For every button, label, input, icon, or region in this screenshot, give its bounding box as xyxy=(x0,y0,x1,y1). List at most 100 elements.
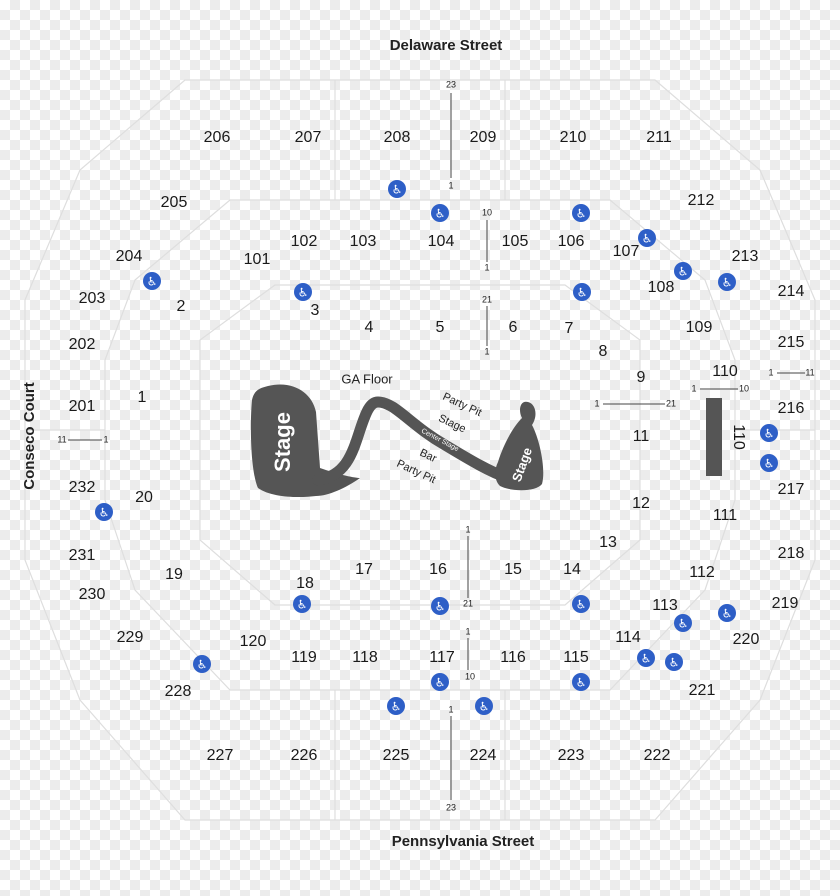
section-230[interactable]: 230 xyxy=(79,586,106,603)
section-208[interactable]: 208 xyxy=(384,129,411,146)
section-214[interactable]: 214 xyxy=(778,283,805,300)
svg-text:♿: ♿ xyxy=(576,207,587,221)
section-215[interactable]: 215 xyxy=(778,334,805,351)
wheelchair-icon: ♿ xyxy=(293,595,311,613)
section-13[interactable]: 13 xyxy=(599,534,617,551)
section-115[interactable]: 115 xyxy=(563,649,589,666)
svg-text:♿: ♿ xyxy=(669,656,680,670)
wheelchair-icon: ♿ xyxy=(718,273,736,291)
section-207[interactable]: 207 xyxy=(295,129,322,146)
section-101[interactable]: 101 xyxy=(244,251,271,268)
section-216[interactable]: 216 xyxy=(778,400,805,417)
row-marker-n2-bot: 1 xyxy=(484,262,489,272)
section-20[interactable]: 20 xyxy=(135,489,153,506)
accessible-seating-icons: ♿♿♿♿♿♿♿♿♿♿♿♿♿♿♿♿♿♿♿♿♿♿♿♿ xyxy=(95,180,778,715)
section-19[interactable]: 19 xyxy=(165,566,183,583)
section-16[interactable]: 16 xyxy=(429,561,447,578)
section-217[interactable]: 217 xyxy=(778,481,805,498)
section-223[interactable]: 223 xyxy=(558,747,585,764)
section-106[interactable]: 106 xyxy=(558,233,585,250)
section-4[interactable]: 4 xyxy=(365,319,374,336)
section-218[interactable]: 218 xyxy=(778,545,805,562)
section-224[interactable]: 224 xyxy=(470,747,497,764)
section-111[interactable]: 111 xyxy=(713,507,737,524)
ga-floor-label: GA Floor xyxy=(341,371,393,386)
section-225[interactable]: 225 xyxy=(383,747,410,764)
svg-text:♿: ♿ xyxy=(147,275,158,289)
section-118[interactable]: 118 xyxy=(352,649,378,666)
section-12[interactable]: 12 xyxy=(632,495,650,512)
section-210[interactable]: 210 xyxy=(560,129,587,146)
section-104[interactable]: 104 xyxy=(428,233,455,250)
section-205[interactable]: 205 xyxy=(161,194,188,211)
section-206[interactable]: 206 xyxy=(204,129,231,146)
section-219[interactable]: 219 xyxy=(772,595,799,612)
section-7[interactable]: 7 xyxy=(565,320,574,337)
section-15[interactable]: 15 xyxy=(504,561,522,578)
svg-text:♿: ♿ xyxy=(678,617,689,631)
section-113[interactable]: 113 xyxy=(652,597,678,614)
section-5[interactable]: 5 xyxy=(436,319,445,336)
section-221[interactable]: 221 xyxy=(689,682,716,699)
row-marker-w-right: 1 xyxy=(103,434,108,444)
runway-stage xyxy=(312,396,514,486)
wheelchair-icon: ♿ xyxy=(294,283,312,301)
section-228[interactable]: 228 xyxy=(165,683,192,700)
section-6[interactable]: 6 xyxy=(509,319,518,336)
wheelchair-icon: ♿ xyxy=(572,595,590,613)
section-9[interactable]: 9 xyxy=(637,369,646,386)
section-107[interactable]: 107 xyxy=(613,243,640,260)
section-17[interactable]: 17 xyxy=(355,561,373,578)
section-11[interactable]: 11 xyxy=(633,428,650,445)
section-105[interactable]: 105 xyxy=(502,233,529,250)
section-2[interactable]: 2 xyxy=(177,298,186,315)
section-18[interactable]: 18 xyxy=(296,575,314,592)
section-201[interactable]: 201 xyxy=(69,398,96,415)
section-211[interactable]: 211 xyxy=(646,129,672,146)
section-8[interactable]: 8 xyxy=(599,343,608,360)
section-226[interactable]: 226 xyxy=(291,747,318,764)
section-110[interactable]: 110 xyxy=(712,363,738,380)
svg-text:♿: ♿ xyxy=(576,676,587,690)
section-202[interactable]: 202 xyxy=(69,336,96,353)
section-112[interactable]: 112 xyxy=(689,564,715,581)
section-227[interactable]: 227 xyxy=(207,747,234,764)
section-116[interactable]: 116 xyxy=(500,649,526,666)
row-marker-s1-top: 1 xyxy=(465,524,470,534)
section-203[interactable]: 203 xyxy=(79,290,106,307)
section-119[interactable]: 119 xyxy=(291,649,317,666)
wheelchair-icon: ♿ xyxy=(674,262,692,280)
section-117[interactable]: 117 xyxy=(429,649,455,666)
section-209[interactable]: 209 xyxy=(470,129,497,146)
section-232[interactable]: 232 xyxy=(69,479,96,496)
section-3[interactable]: 3 xyxy=(311,302,320,319)
section-103[interactable]: 103 xyxy=(350,233,377,250)
wheelchair-icon: ♿ xyxy=(573,283,591,301)
wheelchair-icon: ♿ xyxy=(388,180,406,198)
wheelchair-icon: ♿ xyxy=(665,653,683,671)
section-108[interactable]: 108 xyxy=(648,279,675,296)
section-14[interactable]: 14 xyxy=(563,561,581,578)
section-1[interactable]: 1 xyxy=(138,389,147,406)
section-outlines xyxy=(24,79,816,821)
row-marker-e2-left: 1 xyxy=(691,383,696,393)
row-marker-n3-top: 21 xyxy=(482,294,492,304)
section-114[interactable]: 114 xyxy=(615,629,641,646)
row-marker-n-bot: 1 xyxy=(448,180,453,190)
section-120[interactable]: 120 xyxy=(240,633,267,650)
section-213[interactable]: 213 xyxy=(732,248,759,265)
stage-area xyxy=(250,384,722,498)
section-222[interactable]: 222 xyxy=(644,747,671,764)
section-229[interactable]: 229 xyxy=(117,629,144,646)
section-102[interactable]: 102 xyxy=(291,233,318,250)
section-204[interactable]: 204 xyxy=(116,248,143,265)
section-109[interactable]: 109 xyxy=(686,319,713,336)
section-212[interactable]: 212 xyxy=(688,192,715,209)
svg-text:♿: ♿ xyxy=(641,652,652,666)
section-231[interactable]: 231 xyxy=(69,547,96,564)
svg-text:♿: ♿ xyxy=(642,232,653,246)
section-220[interactable]: 220 xyxy=(733,631,760,648)
stage-small-label: Stage xyxy=(436,412,467,435)
